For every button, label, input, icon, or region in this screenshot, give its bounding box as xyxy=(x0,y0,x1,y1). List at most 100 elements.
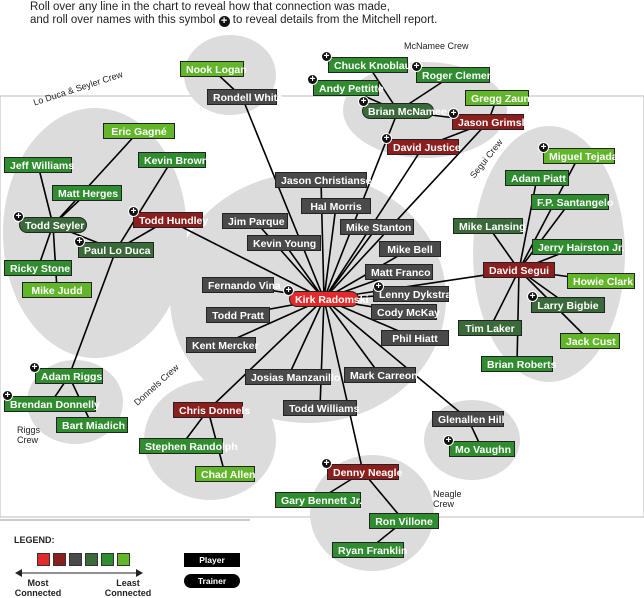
node-mckay[interactable]: Cody McKay xyxy=(371,304,440,320)
node-morris[interactable]: Hal Morris xyxy=(301,198,371,214)
connection-segui-roberts[interactable] xyxy=(516,269,520,365)
node-hairston[interactable]: Jerry Hairston Jr. xyxy=(532,239,624,255)
node-tejada[interactable]: Miguel Tejada xyxy=(543,148,618,164)
node-logan[interactable]: Nook Logan xyxy=(180,61,247,77)
connection-radomski-donnels[interactable] xyxy=(207,298,325,411)
connection-radomski-stanton[interactable] xyxy=(323,226,378,300)
plus-icon-pettitte[interactable]: + xyxy=(307,74,318,85)
connection-radomski-carreon[interactable] xyxy=(323,298,381,376)
plus-icon-neagle[interactable]: + xyxy=(321,458,332,469)
node-stone[interactable]: Ricky Stone xyxy=(4,260,72,276)
plus-icon-bigbie[interactable]: + xyxy=(527,291,538,302)
node-bennett[interactable]: Gary Bennett Jr. xyxy=(275,492,362,508)
connection-segui-piatt[interactable] xyxy=(518,177,538,271)
node-loduca[interactable]: Paul Lo Duca xyxy=(78,242,154,258)
connection-radomski-parque[interactable] xyxy=(254,220,325,300)
node-hundley[interactable]: Todd Hundley xyxy=(133,212,208,228)
plus-icon-riggs[interactable]: + xyxy=(29,362,40,373)
node-bigbie[interactable]: Larry Bigbie xyxy=(531,297,605,313)
connection-seyler-judd[interactable] xyxy=(52,224,58,291)
node-carreon[interactable]: Mark Carreon xyxy=(344,367,418,383)
node-piatt[interactable]: Adam Piatt xyxy=(505,170,569,186)
node-riggs[interactable]: Adam Riggs xyxy=(35,368,103,384)
node-white[interactable]: Rondell White xyxy=(207,89,283,105)
node-vaughn[interactable]: Mo Vaughn xyxy=(449,441,515,457)
node-allen[interactable]: Chad Allen xyxy=(195,466,255,482)
connection-segui-santangelo[interactable] xyxy=(518,201,571,271)
plus-icon-clemens[interactable]: + xyxy=(411,61,422,72)
node-brown[interactable]: Kevin Brown xyxy=(138,152,208,168)
node-hill[interactable]: Glenallen Hill xyxy=(432,411,505,427)
node-parque[interactable]: Jim Parque xyxy=(222,213,288,229)
node-franklin[interactable]: Ryan Franklin xyxy=(332,542,407,558)
node-williams-t[interactable]: Todd Williams xyxy=(283,400,359,416)
node-stanton[interactable]: Mike Stanton xyxy=(340,219,414,235)
plus-icon-knoblauch[interactable]: + xyxy=(321,51,332,62)
connection-radomski-neagle[interactable] xyxy=(323,298,364,473)
node-miadich[interactable]: Bart Miadich xyxy=(56,417,128,433)
node-laker[interactable]: Tim Laker xyxy=(458,320,522,336)
connection-radomski-williams_t[interactable] xyxy=(319,298,325,409)
connection-radomski-manzanillo[interactable] xyxy=(287,298,325,378)
node-lansing[interactable]: Mike Lansing xyxy=(453,218,526,234)
plus-icon-seyler[interactable]: + xyxy=(13,211,24,222)
plus-icon-dykstra[interactable]: + xyxy=(373,281,384,292)
connection-neagle-villone[interactable] xyxy=(362,471,405,522)
node-pratt[interactable]: Todd Pratt xyxy=(206,307,270,323)
node-pettitte[interactable]: Andy Pettitte xyxy=(313,80,384,96)
plus-icon-hundley[interactable]: + xyxy=(128,206,139,217)
legend-trainer-badge: Trainer xyxy=(184,574,240,588)
connection-segui-tejada[interactable] xyxy=(518,155,580,271)
node-zaun[interactable]: Gregg Zaun xyxy=(465,90,530,106)
plus-icon-grimsley[interactable]: + xyxy=(448,108,459,119)
node-judd[interactable]: Mike Judd xyxy=(22,282,92,298)
node-roberts[interactable]: Brian Roberts xyxy=(481,356,556,372)
plus-icon-justice[interactable]: + xyxy=(381,133,392,144)
node-hiatt[interactable]: Phil Hiatt xyxy=(381,330,449,346)
node-grimsley[interactable]: Jason Grimsley xyxy=(452,114,536,130)
plus-icon-donnelly[interactable]: + xyxy=(2,390,13,401)
connection-radomski-hill[interactable] xyxy=(323,298,469,420)
node-herges[interactable]: Matt Herges xyxy=(52,185,122,201)
node-villone[interactable]: Ron Villone xyxy=(369,513,439,529)
node-gagne[interactable]: Eric Gagné xyxy=(103,123,175,139)
node-radomski[interactable]: Kirk Radomski xyxy=(289,291,369,307)
node-neagle[interactable]: Denny Neagle xyxy=(327,464,402,480)
node-franco[interactable]: Matt Franco xyxy=(365,264,433,280)
node-dykstra[interactable]: Lenny Dykstra xyxy=(373,286,451,302)
node-williams-j[interactable]: Jeff Williams xyxy=(4,157,74,173)
connection-radomski-white[interactable] xyxy=(241,96,325,300)
node-vina[interactable]: Fernando Vina xyxy=(202,277,281,293)
connection-loduca-brown[interactable] xyxy=(115,159,173,251)
connection-loduca-riggs[interactable] xyxy=(68,249,117,377)
plus-icon-loduca[interactable]: + xyxy=(74,236,85,247)
node-manzanillo[interactable]: Josias Manzanillo xyxy=(245,369,340,385)
node-mcnamee[interactable]: Brian McNamee xyxy=(362,103,447,119)
node-donnelly[interactable]: Brendan Donnelly xyxy=(4,396,100,412)
connection-seyler-gagne[interactable] xyxy=(52,130,140,226)
plus-icon-radomski[interactable]: + xyxy=(283,285,294,296)
node-young[interactable]: Kevin Young xyxy=(247,235,321,251)
node-christiansen[interactable]: Jason Christiansen xyxy=(275,172,378,188)
connection-radomski-hundley[interactable] xyxy=(167,219,325,300)
connection-radomski-young[interactable] xyxy=(283,242,325,300)
node-donnels[interactable]: Chris Donnels xyxy=(173,402,250,418)
connection-seyler-williams_j[interactable] xyxy=(37,164,54,226)
node-knoblauch[interactable]: Chuck Knoblauch xyxy=(328,57,423,73)
connection-radomski-grimsley[interactable] xyxy=(323,121,489,300)
plus-icon-tejada[interactable]: + xyxy=(538,142,549,153)
node-mercker[interactable]: Kent Mercker xyxy=(186,337,259,353)
node-cust[interactable]: Jack Cust xyxy=(560,333,620,349)
plus-icon-mcnamee[interactable]: + xyxy=(358,96,369,107)
node-bell[interactable]: Mike Bell xyxy=(379,241,441,257)
node-clemens[interactable]: Roger Clemens xyxy=(416,67,499,83)
connection-radomski-morris[interactable] xyxy=(323,205,337,300)
node-santangelo[interactable]: F.P. Santangelo xyxy=(531,194,613,210)
plus-icon-vaughn[interactable]: + xyxy=(443,435,454,446)
node-justice[interactable]: David Justice xyxy=(387,139,461,155)
node-randolph[interactable]: Stephen Randolph xyxy=(139,438,238,454)
connection-segui-laker[interactable] xyxy=(489,269,520,329)
node-seyler[interactable]: Todd Seyler xyxy=(19,217,87,233)
node-clark[interactable]: Howie Clark xyxy=(567,273,635,289)
node-segui[interactable]: David Segui xyxy=(483,262,555,278)
